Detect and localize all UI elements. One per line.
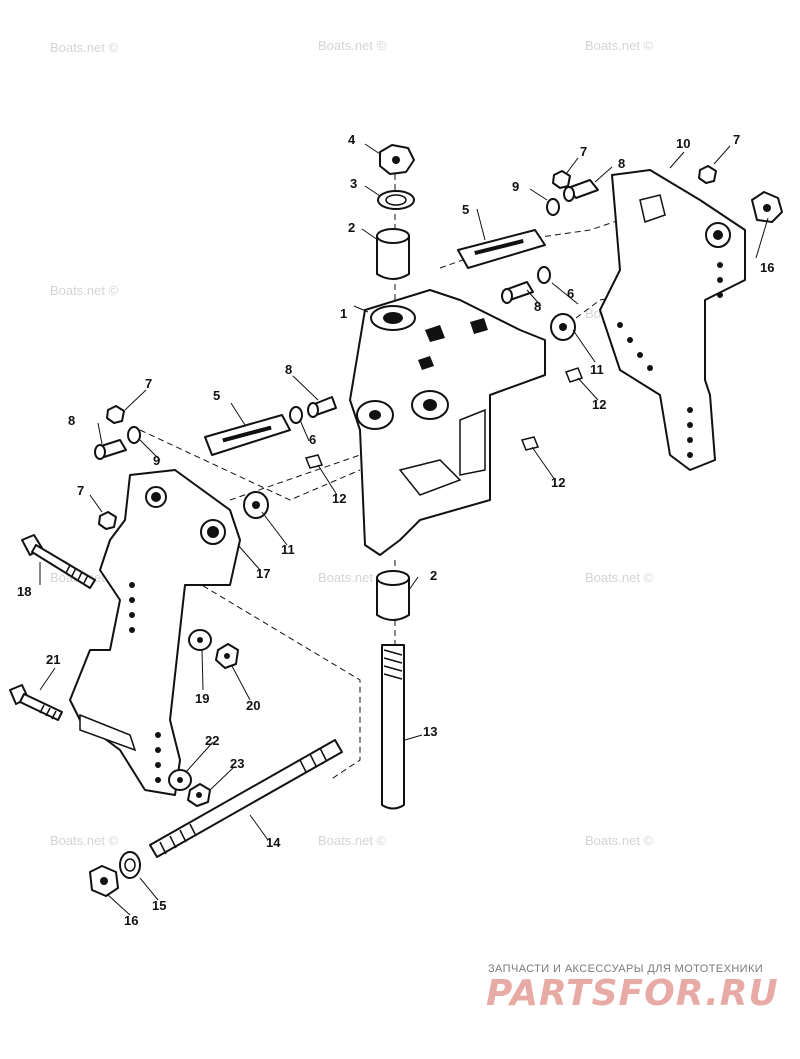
callout-16-right: 16 [760, 260, 774, 275]
watermark: Boats.net © [318, 570, 387, 585]
callout-19: 19 [195, 691, 209, 706]
callout-20: 20 [246, 698, 260, 713]
callout-18: 18 [17, 584, 31, 599]
watermark: Boats.net © [585, 833, 654, 848]
callout-2-bottom: 2 [430, 568, 437, 583]
washer-11-left [243, 491, 269, 519]
screw-8-a [563, 179, 599, 202]
callout-labels: 4 3 2 1 2 5 5 6 6 7 7 7 7 8 8 8 8 9 9 10… [17, 132, 774, 928]
callout-1: 1 [340, 306, 347, 321]
watermark: Boats.net © [318, 833, 387, 848]
watermark: Boats.net © [50, 283, 119, 298]
bracket-holes [129, 582, 161, 783]
callout-2-top: 2 [348, 220, 355, 235]
washer-22 [168, 769, 192, 791]
watermark: Boats.net © [318, 38, 387, 53]
pin-13 [381, 644, 405, 810]
fitting-12-c [520, 436, 540, 451]
bolt-21 [9, 684, 63, 721]
callout-8-c: 8 [285, 362, 292, 377]
washer-6-top [537, 266, 551, 284]
callout-12-b: 12 [332, 491, 346, 506]
nut-7-d [98, 511, 117, 530]
washer-15 [119, 851, 141, 879]
bushing-2-bottom [376, 570, 410, 621]
callout-21: 21 [46, 652, 60, 667]
brand-caption: ЗАПЧАСТИ И АКСЕССУАРЫ ДЛЯ МОТОТЕХНИКИ [488, 963, 764, 975]
callout-8-d: 8 [68, 413, 75, 428]
callout-5-left: 5 [213, 388, 220, 403]
callout-7-d: 7 [77, 483, 84, 498]
callout-12-a: 12 [592, 397, 606, 412]
nut-16-right [751, 191, 783, 223]
tilt-tube-14 [149, 739, 343, 858]
callout-11-right: 11 [590, 362, 604, 377]
callout-11-left: 11 [281, 542, 295, 557]
nut-7-a [552, 170, 571, 189]
bolt-18 [21, 534, 96, 589]
callout-8-a: 8 [618, 156, 625, 171]
lever-5-right [457, 229, 546, 269]
callout-9-left: 9 [153, 453, 160, 468]
callout-5-right: 5 [462, 202, 469, 217]
leader-lines [39, 143, 769, 916]
nut-4 [379, 144, 415, 175]
callout-13: 13 [423, 724, 437, 739]
callout-14: 14 [266, 835, 281, 850]
washer-9-top [546, 198, 560, 216]
clamp-bracket-17 [69, 469, 241, 796]
callout-7-a: 7 [580, 144, 587, 159]
callout-12-c: 12 [551, 475, 565, 490]
nut-20 [215, 643, 239, 669]
callout-10: 10 [676, 136, 690, 151]
bushing-2-top [376, 228, 410, 280]
washer-19 [188, 629, 212, 651]
clamp-bracket-10 [599, 169, 746, 471]
callout-3: 3 [350, 176, 357, 191]
callout-23: 23 [230, 756, 244, 771]
callout-17: 17 [256, 566, 270, 581]
screw-8-c [307, 396, 337, 418]
screw-8-b [501, 281, 534, 304]
callout-8-b: 8 [534, 299, 541, 314]
bracket-holes [617, 262, 723, 458]
washer-3 [377, 190, 415, 210]
nut-16-left [89, 865, 119, 897]
washer-6-left [289, 406, 303, 424]
washer-9-left [127, 426, 141, 444]
watermark: Boats.net © [50, 40, 119, 55]
brand-logo[interactable]: PARTSFOR.RU [486, 973, 779, 1014]
callout-9-top: 9 [512, 179, 519, 194]
callout-15: 15 [152, 898, 166, 913]
washer-11-right [550, 313, 576, 341]
fitting-12-b [304, 454, 324, 469]
nut-7-c [106, 405, 125, 424]
callout-6-right: 6 [567, 286, 574, 301]
nut-7-b [698, 165, 717, 184]
screw-8-d [94, 439, 127, 460]
callout-22: 22 [205, 733, 219, 748]
watermark: Boats.net © [585, 38, 654, 53]
watermark: Boats.net © [585, 570, 654, 585]
callout-6-left: 6 [309, 432, 316, 447]
nut-23 [187, 783, 211, 807]
lever-5-left [204, 414, 291, 456]
callout-7-c: 7 [145, 376, 152, 391]
callout-4: 4 [348, 132, 356, 147]
callout-16-left: 16 [124, 913, 138, 928]
callout-7-b: 7 [733, 132, 740, 147]
swivel-housing-1 [349, 289, 546, 556]
watermark: Boats.net © [50, 833, 119, 848]
